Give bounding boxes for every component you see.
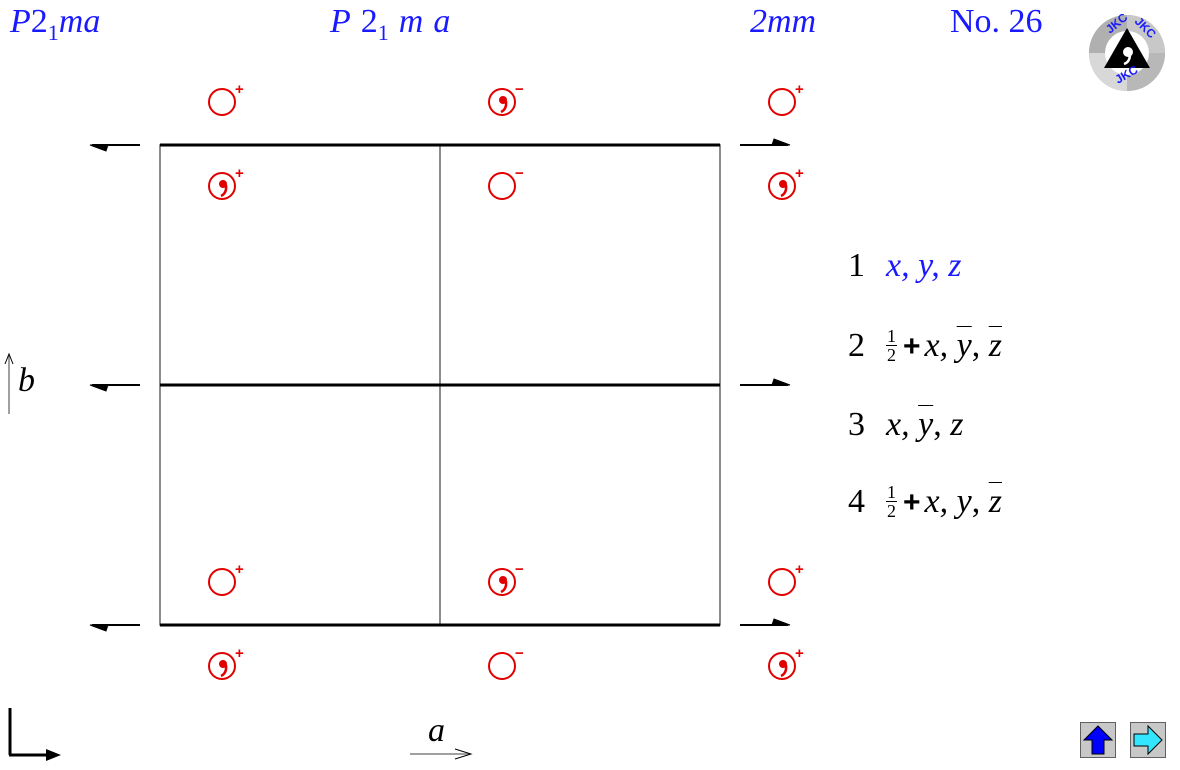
symmetry-operation-1: 1 x, y, z bbox=[848, 246, 962, 286]
plus-sign: + bbox=[903, 330, 921, 363]
position-marker: + bbox=[768, 561, 804, 596]
operation-number: 4 bbox=[848, 483, 865, 520]
coord-z-bar: z bbox=[988, 327, 1002, 364]
point-group: 2mm bbox=[750, 3, 817, 40]
b-axis-label: b bbox=[18, 362, 35, 399]
svg-text:+: + bbox=[235, 645, 244, 662]
position-marker-comma: − bbox=[488, 81, 524, 116]
position-marker-comma: + bbox=[208, 165, 244, 200]
jkc-logo[interactable]: JKC JKC JKC bbox=[1088, 14, 1166, 92]
general-positions: + − + + − + + − + + − + bbox=[208, 81, 804, 680]
position-marker: + bbox=[208, 81, 244, 116]
position-marker: + bbox=[208, 561, 244, 596]
symbol-a: a bbox=[433, 3, 451, 40]
screw-axis-arrow-right bbox=[740, 138, 791, 626]
symbol-sub: 1 bbox=[47, 20, 59, 45]
position-marker-comma: + bbox=[768, 645, 804, 680]
symbol-2: 2 bbox=[360, 3, 378, 40]
svg-text:+: + bbox=[795, 645, 804, 662]
space-group-number: No. 26 bbox=[950, 3, 1043, 40]
position-marker: + bbox=[768, 81, 804, 116]
svg-text:+: + bbox=[795, 165, 804, 182]
up-arrow-icon bbox=[1082, 725, 1114, 755]
nav-up-button[interactable] bbox=[1080, 722, 1116, 758]
position-marker-comma: + bbox=[208, 645, 244, 680]
coord-x: x, bbox=[924, 327, 949, 364]
plus-sign: + bbox=[903, 486, 921, 519]
coord-z: z bbox=[950, 406, 964, 443]
symbol-rest: ma bbox=[58, 3, 101, 40]
a-axis-label: a bbox=[428, 712, 445, 749]
svg-text:−: − bbox=[515, 81, 524, 98]
svg-text:+: + bbox=[235, 81, 244, 98]
screw-axis-arrow-left bbox=[89, 144, 140, 632]
svg-text:−: − bbox=[515, 645, 524, 662]
operation-number: 3 bbox=[848, 406, 865, 443]
coord-y-bar: y bbox=[956, 327, 972, 364]
symbol-p: P bbox=[330, 3, 351, 40]
operation-expression[interactable]: x, y, z bbox=[886, 247, 962, 284]
coord-x: x, bbox=[924, 483, 949, 520]
svg-text:+: + bbox=[795, 81, 804, 98]
symbol-sub: 1 bbox=[377, 20, 389, 45]
symbol-p: P bbox=[10, 3, 31, 40]
coord-y: y bbox=[956, 483, 972, 520]
operation-number: 2 bbox=[848, 327, 865, 364]
position-marker-comma: − bbox=[488, 561, 524, 596]
coord-z-bar: z bbox=[988, 483, 1002, 520]
coord-y-bar: y bbox=[918, 406, 934, 443]
origin-axes-icon bbox=[8, 708, 61, 761]
nav-next-button[interactable] bbox=[1130, 722, 1166, 758]
b-axis-arrow-icon bbox=[4, 352, 14, 414]
coord-x: x, bbox=[886, 406, 910, 443]
a-axis-arrow-icon bbox=[410, 748, 473, 760]
svg-text:+: + bbox=[235, 165, 244, 182]
operation-number: 1 bbox=[848, 247, 865, 284]
svg-text:−: − bbox=[515, 561, 524, 578]
symbol-2: 2 bbox=[30, 3, 48, 40]
svg-text:−: − bbox=[515, 165, 524, 182]
right-arrow-icon bbox=[1133, 724, 1163, 756]
position-marker: − bbox=[488, 165, 524, 200]
position-marker-comma: + bbox=[768, 165, 804, 200]
position-marker: − bbox=[488, 645, 524, 680]
svg-text:+: + bbox=[795, 561, 804, 578]
svg-text:+: + bbox=[235, 561, 244, 578]
symbol-m: m bbox=[398, 3, 424, 40]
short-hm-symbol: P21ma bbox=[10, 2, 100, 53]
